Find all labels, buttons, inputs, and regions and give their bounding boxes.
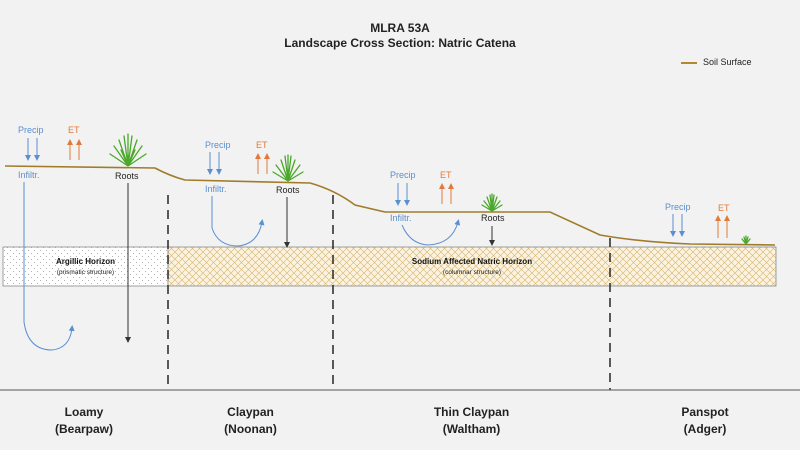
- unit-name: Panspot: [681, 405, 729, 419]
- roots-label: Roots: [115, 171, 139, 181]
- precip-label: Precip: [18, 125, 44, 135]
- grass-icon: [481, 193, 503, 212]
- diagram-subtitle: Landscape Cross Section: Natric Catena: [284, 36, 516, 50]
- grass-icons: [109, 133, 751, 245]
- unit-series: (Noonan): [224, 422, 277, 436]
- infiltration-curve: [401, 219, 461, 246]
- unit-name: Claypan: [227, 405, 274, 419]
- natric-horizon-structure: (columnar structure): [442, 269, 502, 276]
- et-label: ET: [718, 203, 730, 213]
- infiltration-curve: [211, 196, 265, 247]
- unit-dividers: [167, 195, 611, 390]
- argillic-horizon-structure: (prismatic structure): [56, 269, 115, 276]
- infiltration-curve: [23, 182, 75, 351]
- infiltration-label: Infiltr.: [390, 213, 412, 223]
- unit-claypan: Claypan (Noonan): [168, 404, 333, 438]
- infiltration-curves: [23, 182, 461, 351]
- et-label: ET: [256, 140, 268, 150]
- unit-thin-claypan: Thin Claypan (Waltham): [333, 404, 610, 438]
- unit-series: (Bearpaw): [54, 422, 113, 436]
- infiltration-label: Infiltr.: [18, 170, 40, 180]
- natric-horizon: [167, 246, 777, 287]
- infiltration-label: Infiltr.: [205, 184, 227, 194]
- et-label: ET: [68, 125, 80, 135]
- precip-arrows: [25, 138, 685, 237]
- et-arrows: [67, 139, 730, 238]
- unit-name: Thin Claypan: [433, 405, 510, 419]
- unit-loamy: Loamy (Bearpaw): [0, 404, 168, 438]
- diagram-title: MLRA 53A: [370, 21, 430, 35]
- soil-surface-line: [4, 165, 776, 246]
- unit-name: Loamy: [64, 405, 104, 419]
- grass-icon: [741, 235, 751, 245]
- unit-panspot: Panspot (Adger): [610, 404, 800, 438]
- argillic-horizon-title: Argillic Horizon: [55, 257, 116, 266]
- precip-label: Precip: [665, 202, 691, 212]
- precip-label: Precip: [390, 170, 416, 180]
- roots-label: Roots: [276, 185, 300, 195]
- et-label: ET: [440, 170, 452, 180]
- argillic-horizon: [2, 246, 169, 287]
- natric-horizon-title: Sodium Affected Natric Horizon: [411, 257, 533, 266]
- legend-label: Soil Surface: [703, 57, 752, 67]
- grass-icon: [109, 133, 147, 167]
- grass-icon: [272, 154, 304, 182]
- unit-series: (Waltham): [442, 422, 501, 436]
- precip-label: Precip: [205, 140, 231, 150]
- unit-series: (Adger): [683, 422, 727, 436]
- root-arrows: [125, 183, 495, 343]
- roots-label: Roots: [481, 213, 505, 223]
